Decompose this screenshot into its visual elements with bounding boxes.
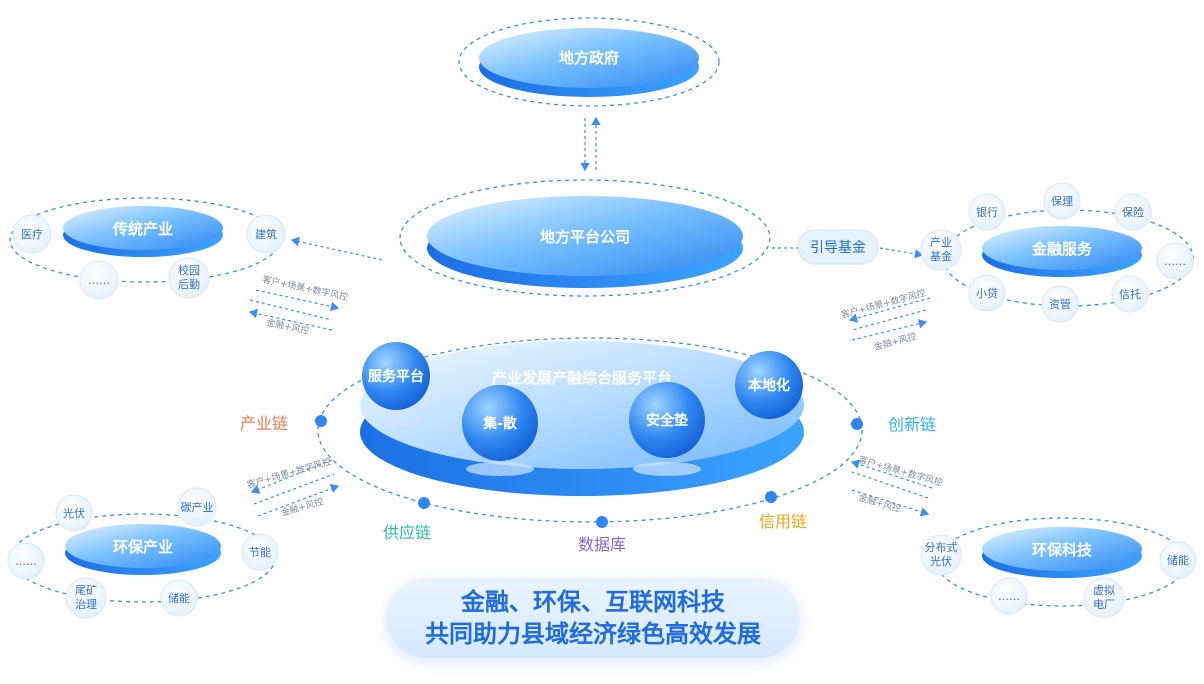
- eco-ind-note-upper: 客户+场景+数字风控: [246, 455, 333, 491]
- traditional-label: 传统产业: [112, 220, 173, 238]
- sat-asset-mgmt: 资管: [1049, 297, 1071, 311]
- chain-credit: 信用链: [759, 512, 807, 531]
- sat-tailings: 尾矿: [75, 584, 97, 597]
- svg-text:光伏: 光伏: [930, 554, 952, 568]
- sat-factoring: 保理: [1051, 194, 1073, 208]
- eco-industry-flow: 客户+场景+数字风控 金融+风控: [246, 455, 340, 519]
- eco-industry-label: 环保产业: [113, 538, 173, 556]
- svg-text:后勤: 后勤: [178, 278, 200, 291]
- sat-campus-logistics: 校园: [178, 263, 200, 277]
- sat-storage: 储能: [1167, 553, 1189, 567]
- sat-virtual-plant: 虚拟: [1093, 583, 1115, 597]
- platform-company-label: 地方平台公司: [540, 228, 630, 246]
- sat-industry-fund: 产业: [930, 235, 952, 249]
- slogan-line-1: 金融、环保、互联网科技: [461, 588, 725, 616]
- sat-storage: 储能: [168, 591, 190, 605]
- eco-tech-node: 环保科技 分布式 光伏 储能 …… 虚拟 电厂: [920, 517, 1197, 619]
- sat-distributed-pv: 分布式: [925, 541, 958, 554]
- chain-innovation: 创新链: [888, 415, 936, 434]
- chain-industry: 产业链: [240, 414, 288, 433]
- central-platform-title: 产业发展产融综合服务平台: [492, 369, 672, 387]
- eco-tech-flow: 客户+场景+数字风控 金融+风控: [850, 453, 944, 517]
- circle-service-platform: 服务平台: [368, 368, 424, 385]
- trad-note-upper: 客户+场景+数字风控: [261, 273, 349, 303]
- circle-safety-cushion: 安全垫: [646, 412, 688, 429]
- sat-medical: 医疗: [21, 227, 43, 241]
- chain-supply: 供应链: [383, 523, 431, 542]
- government-node: 地方政府: [458, 17, 720, 107]
- eco-industry-node: 环保产业 光伏 碳产业 …… 节能 尾矿 治理 储能: [7, 487, 279, 619]
- slogan-banner: 金融、环保、互联网科技 共同助力县域经济绿色高效发展: [386, 578, 800, 658]
- traditional-industry-node: 传统产业 医疗 建筑 …… 校园 后勤: [9, 197, 286, 300]
- sat-more: ……: [15, 555, 37, 568]
- chain-database: 数据库: [578, 535, 626, 554]
- sat-insurance: 保险: [1122, 205, 1144, 219]
- eco-tech-note-lower: 金融+风控: [857, 491, 902, 515]
- sat-more: ……: [88, 274, 110, 287]
- fin-note-upper: 客户+场景+数字风控: [840, 287, 927, 321]
- sat-bank: 银行: [976, 205, 998, 219]
- gov-platform-arrows: [580, 116, 601, 172]
- sat-microloan: 小贷: [976, 286, 998, 300]
- platform-to-traditional-arrow: [290, 236, 383, 261]
- circle-localization: 本地化: [748, 377, 790, 394]
- sat-trust: 信托: [1119, 287, 1141, 301]
- finance-services-node: 金融服务 银行 保理 保险 产业 基金 …… 小贷 资管 信托: [920, 182, 1194, 323]
- government-label: 地方政府: [559, 49, 619, 67]
- trad-note-lower: 金融+风控: [265, 316, 310, 337]
- sat-energy-saving: 节能: [249, 545, 271, 559]
- svg-text:电厂: 电厂: [1093, 598, 1115, 611]
- finance-flow: 客户+场景+数字风控 金融+风控: [840, 287, 931, 353]
- slogan-line-2: 共同助力县域经济绿色高效发展: [425, 620, 761, 648]
- fin-note-lower: 金融+风控: [873, 330, 918, 353]
- guide-fund-label: 引导基金: [810, 239, 866, 256]
- finance-label: 金融服务: [1031, 240, 1093, 258]
- eco-tech-note-upper: 客户+场景+数字风控: [857, 453, 944, 489]
- platform-company-node: 地方平台公司: [399, 179, 771, 297]
- sat-more: ……: [1164, 255, 1186, 268]
- svg-text:治理: 治理: [75, 597, 97, 611]
- sat-more: ……: [998, 590, 1020, 603]
- central-platform: 产业发展产融综合服务平台 服务平台 集-散 安全垫 本地化: [315, 337, 863, 528]
- guide-fund-node: 引导基金: [772, 229, 924, 265]
- circle-collect-distribute: 集-散: [482, 415, 518, 432]
- sat-construction: 建筑: [255, 227, 277, 241]
- sat-carbon: 碳产业: [181, 500, 214, 514]
- traditional-flow: 客户+场景+数字风控 金融+风控: [248, 273, 349, 337]
- sat-photovoltaic: 光伏: [63, 506, 85, 520]
- svg-text:基金: 基金: [930, 249, 952, 263]
- eco-ind-note-lower: 金融+风控: [280, 495, 325, 519]
- eco-tech-label: 环保科技: [1032, 541, 1093, 559]
